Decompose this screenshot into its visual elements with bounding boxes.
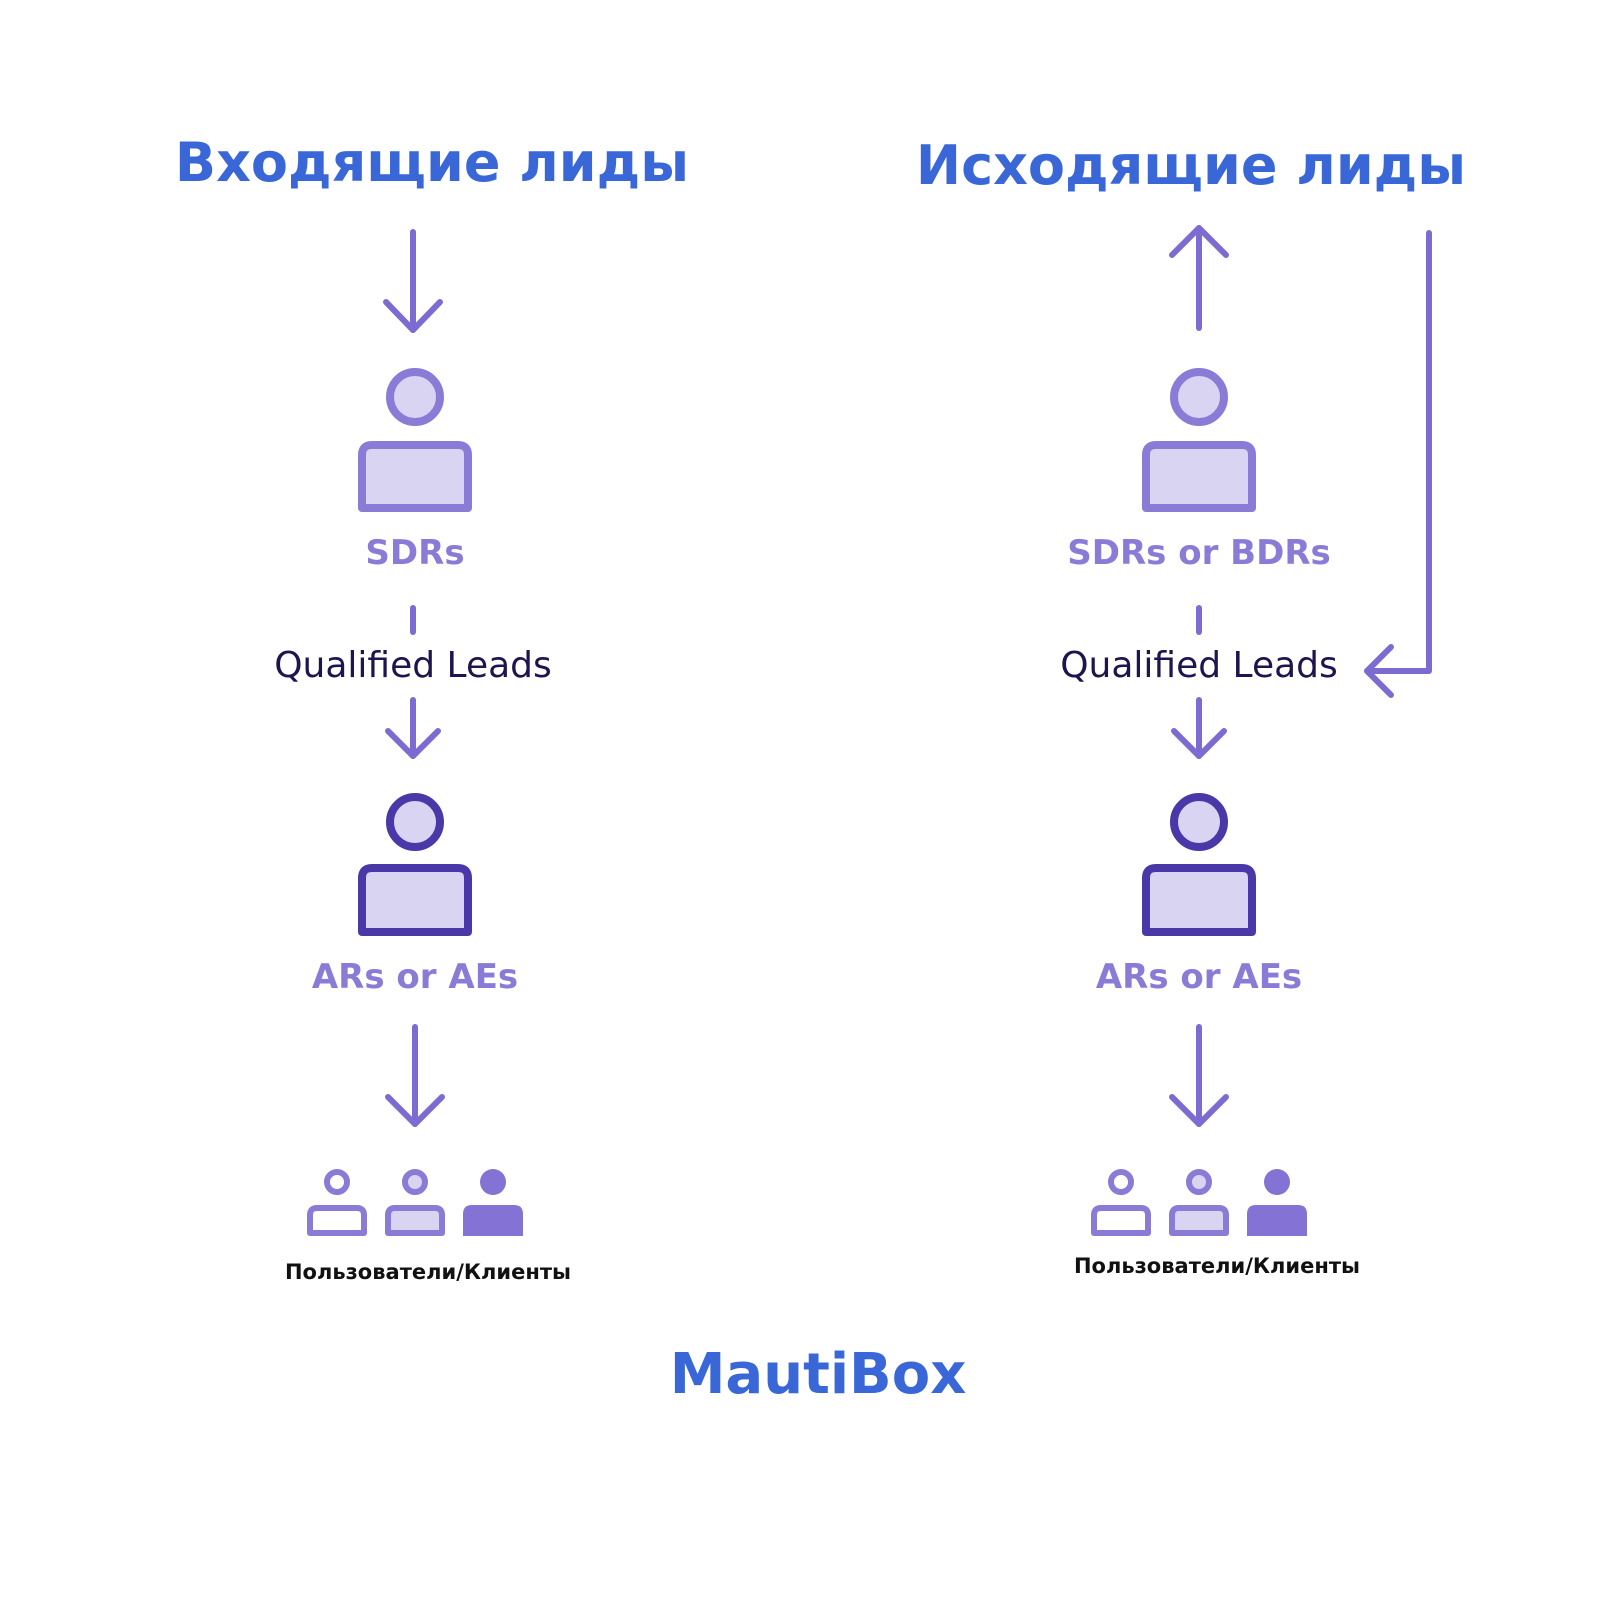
outbound-qualified-leads-label: Qualified Leads: [1060, 645, 1338, 686]
inbound-sdr-person-icon: [358, 368, 472, 512]
outbound-first-role-label: SDRs or BDRs: [1067, 533, 1331, 573]
inbound-qualified-leads-label: Qualified Leads: [274, 645, 552, 686]
outbound-sdr-person-icon: [1142, 368, 1256, 512]
inbound-title: Входящие лиды: [174, 131, 690, 194]
outbound-arrow-middle: [1171, 697, 1227, 759]
outbound-users-group-icon: [1091, 1169, 1307, 1236]
outbound-feedback-arrow: [1364, 230, 1432, 698]
inbound-second-role-label: ARs or AEs: [311, 957, 519, 997]
brand-name: MautiBox: [669, 1342, 967, 1407]
outbound-arrow-bottom: [1169, 1024, 1229, 1127]
inbound-arrow-middle: [385, 697, 441, 759]
outbound-ae-person-icon: [1142, 793, 1256, 936]
inbound-users-group-icon: [307, 1169, 523, 1236]
outbound-arrow-top: [1169, 225, 1229, 331]
outbound-users-label: Пользователи/Клиенты: [1073, 1254, 1361, 1278]
inbound-ae-person-icon: [358, 793, 472, 936]
inbound-users-label: Пользователи/Клиенты: [284, 1260, 572, 1284]
outbound-second-role-label: ARs or AEs: [1095, 957, 1303, 997]
inbound-arrow-bottom: [385, 1024, 445, 1127]
inbound-first-role-label: SDRs: [365, 533, 465, 573]
inbound-arrow-top: [383, 229, 443, 333]
outbound-title: Исходящие лиды: [915, 134, 1467, 197]
